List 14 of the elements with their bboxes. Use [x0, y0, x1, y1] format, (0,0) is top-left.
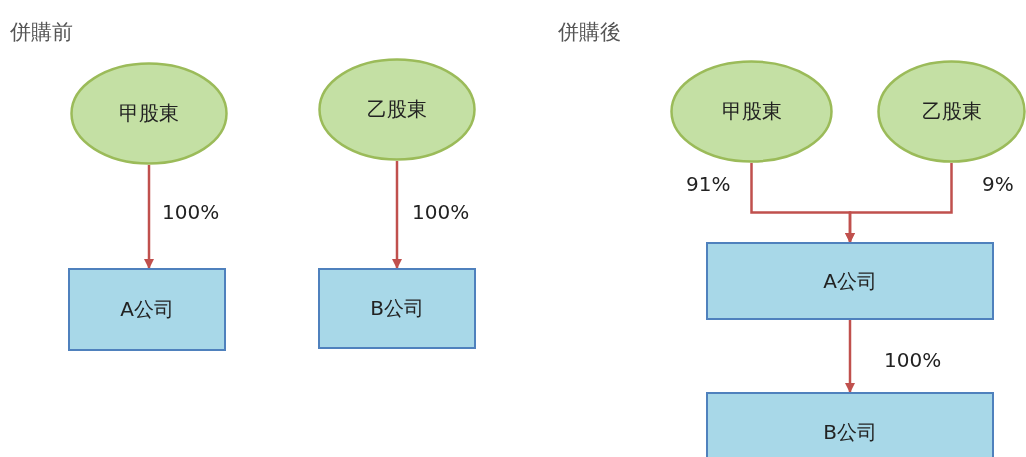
arrow — [392, 161, 402, 269]
company-box: B公司 — [318, 268, 476, 349]
shareholder-ellipse: 甲股東 — [70, 62, 228, 165]
arrow — [845, 163, 953, 243]
section-heading: 併購前 — [10, 19, 73, 46]
company-box: A公司 — [68, 268, 226, 351]
shareholder-ellipse: 乙股東 — [877, 60, 1026, 163]
shareholder-ellipse: 甲股東 — [670, 60, 833, 163]
company-box: A公司 — [706, 242, 994, 320]
arrow — [144, 165, 154, 269]
shareholder-ellipse: 乙股東 — [318, 58, 476, 161]
company-box: B公司 — [706, 392, 994, 457]
section-heading: 併購後 — [558, 19, 621, 46]
arrow — [845, 320, 855, 393]
